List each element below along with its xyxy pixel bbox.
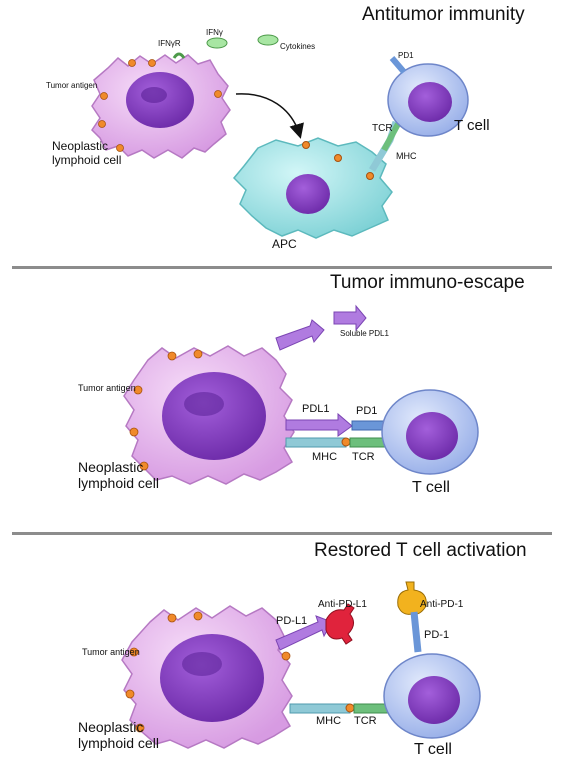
soluble-pdl1-fragment (275, 319, 325, 351)
tcell-label: T cell (414, 741, 452, 758)
tumor-antigen-dot (139, 461, 149, 471)
tumor-antigen-dot (193, 349, 203, 359)
pd1-label: PD1 (398, 51, 414, 60)
neoplastic-label-line2: lymphoid cell (78, 475, 159, 491)
pdl1-ligand (285, 412, 353, 437)
neoplastic-label-line1: Neoplastic (78, 459, 144, 475)
neoplastic-label-line2: lymphoid cell (78, 735, 159, 751)
panel-1-graphics (91, 34, 469, 239)
anti-pdl1-label: Anti-PD-L1 (318, 599, 367, 610)
apc-antigen-dot (334, 154, 342, 162)
tcell-label: T cell (412, 479, 450, 496)
tumor-antigen-dot (129, 647, 139, 657)
pdl1-label: PDL1 (302, 403, 330, 415)
pd1-label: PD1 (356, 405, 378, 417)
neoplastic-label-line2: lymphoid cell (52, 153, 122, 167)
mhc-label: MHC (396, 151, 417, 161)
panel-3-graphics (121, 581, 481, 749)
panel-3-title: Restored T cell activation (314, 540, 527, 561)
antigen-transfer-arrow (235, 93, 304, 139)
apc-antigen-dot (302, 141, 310, 149)
tumor-antigen-dot (214, 90, 222, 98)
tcr-label: TCR (372, 123, 393, 134)
panel-2-title: Tumor immuno-escape (330, 272, 525, 293)
tumor-antigen-dot (135, 723, 145, 733)
anti-pdl1-antibody (325, 603, 355, 645)
tumor-antigen-label: Tumor antigen (46, 81, 98, 90)
panel-1-title: Antitumor immunity (362, 4, 525, 25)
ifngr-receptor (172, 52, 186, 59)
ifng-molecule (206, 37, 228, 49)
soluble-pdl1-label: Soluble PDL1 (340, 329, 389, 338)
tcr-label: TCR (354, 715, 377, 727)
pd1-label: PD-1 (424, 629, 450, 641)
tumor-antigen-dot (167, 351, 177, 361)
tumor-antigen-dot (167, 613, 177, 623)
tumor-antigen-label: Tumor antigen (82, 647, 140, 657)
pd1-receptor (410, 611, 422, 653)
tumor-antigen-dot (193, 611, 203, 621)
cytokines-label: Cytokines (280, 42, 316, 51)
neoplastic-label-line1: Neoplastic (52, 139, 109, 153)
neoplastic-cell-nucleus (160, 634, 264, 722)
mhc-molecule (285, 437, 347, 448)
tcell-label: T cell (454, 117, 490, 134)
panel-2-graphics (123, 304, 479, 485)
tumor-antigen-dot (281, 651, 291, 661)
tumor-antigen-label: Tumor antigen (78, 383, 136, 393)
pd1-receptor (389, 56, 407, 74)
mhc-molecule (289, 703, 351, 714)
tumor-antigen-dot (125, 689, 135, 699)
tumor-antigen-dot (133, 385, 143, 395)
cytokine-molecule (257, 34, 279, 46)
tumor-antigen-dot (98, 120, 106, 128)
tumor-antigen-dot (116, 144, 124, 152)
tcr-label: TCR (352, 451, 375, 463)
panel-divider-1 (12, 266, 552, 269)
panel-divider-2 (12, 532, 552, 535)
soluble-pdl1-fragment (333, 304, 367, 332)
tcell-nucleus (408, 82, 452, 122)
tumor-antigen-dot (148, 59, 156, 67)
pdl1-label: PD-L1 (276, 615, 308, 627)
tumor-antigen-dot (100, 92, 108, 100)
ifngr-label: IFNγR (158, 39, 181, 48)
apc-nucleus (286, 174, 330, 214)
anti-pd1-antibody (397, 581, 427, 615)
anti-pd1-label: Anti-PD-1 (420, 599, 464, 610)
mhc-label: MHC (312, 451, 338, 463)
tcell-nucleus (406, 412, 458, 460)
tcell-nucleus (408, 676, 460, 724)
mhc-label: MHC (316, 715, 342, 727)
tumor-antigen-dot (128, 59, 136, 67)
neoplastic-cell-nucleus (162, 372, 266, 460)
tumor-antigen-dot (129, 427, 139, 437)
ifng-label: IFNγ (206, 28, 223, 37)
apc-label: APC (272, 237, 297, 251)
neoplastic-label-line1: Neoplastic (78, 719, 144, 735)
mhc-antigen-dot (345, 703, 355, 713)
mhc-antigen-dot (341, 437, 351, 447)
apc-antigen-dot (366, 172, 374, 180)
